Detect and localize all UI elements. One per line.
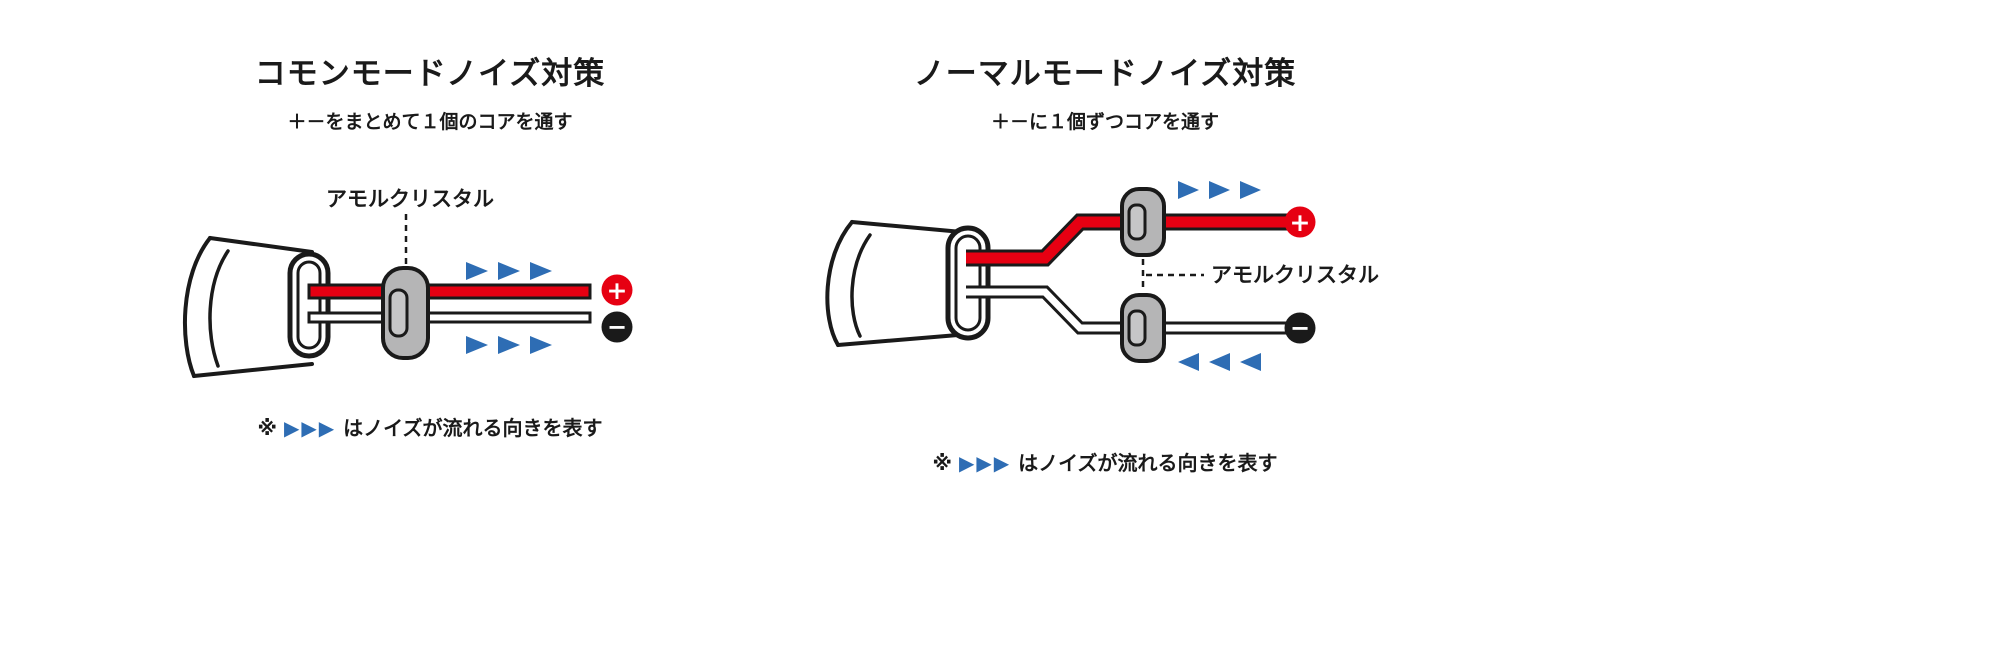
cable-cut-arc — [182, 236, 212, 378]
normal-mode-title: ノーマルモードノイズ対策 — [913, 56, 1297, 92]
core-callout-line — [1141, 259, 1204, 291]
plus-terminal-label: + — [607, 276, 628, 305]
sheath-ring — [945, 225, 991, 341]
note-prefix: ※ — [932, 451, 952, 475]
ferrite-core — [381, 266, 430, 360]
cable-cut-inner-arc — [208, 249, 230, 368]
arrow-right-icon — [1178, 181, 1199, 199]
note-arrow-icons: ▶▶▶ — [283, 416, 337, 440]
arrow-right-icon — [498, 336, 520, 354]
ferrite-core-upper — [1120, 187, 1166, 257]
minus-terminal-label: − — [607, 313, 627, 341]
noise-arrows-top — [466, 262, 552, 280]
cable-cut-inner-arc — [850, 233, 872, 338]
normal-mode-subtitle: ＋－に１個ずつコアを通す — [990, 111, 1219, 133]
normal-mode-diagram: アモルクリスタル + − — [825, 181, 1379, 371]
core-label: アモルクリスタル — [1211, 263, 1379, 287]
cable — [182, 236, 314, 378]
arrow-left-icon — [1209, 353, 1230, 371]
core-hole — [1127, 203, 1147, 241]
note-arrow-icons: ▶▶▶ — [958, 451, 1012, 475]
cable — [825, 220, 964, 347]
arrow-right-icon — [498, 262, 520, 280]
common-mode-title: コモンモードノイズ対策 — [254, 56, 606, 92]
note-prefix: ※ — [257, 416, 277, 440]
cable-cut-arc — [825, 220, 854, 347]
minus-wire — [966, 285, 1296, 335]
arrow-right-icon — [466, 262, 488, 280]
note-text: はノイズが流れる向きを表す — [343, 416, 603, 440]
common-mode-note: ※▶▶▶はノイズが流れる向きを表す — [257, 415, 602, 441]
arrow-right-icon — [530, 336, 552, 354]
plus-wire — [307, 283, 592, 300]
core-hole — [1127, 309, 1147, 347]
minus-terminal: − — [601, 311, 633, 343]
plus-wire — [966, 213, 1296, 267]
note-text: はノイズが流れる向きを表す — [1018, 451, 1278, 475]
normal-mode-note: ※▶▶▶はノイズが流れる向きを表す — [932, 450, 1277, 476]
arrow-right-icon — [530, 262, 552, 280]
minus-terminal: − — [1284, 312, 1316, 344]
common-mode-figure: コモンモードノイズ対策 ＋－をまとめて１個のコアを通す — [150, 55, 710, 441]
ferrite-core-lower — [1120, 293, 1166, 363]
arrow-right-icon — [466, 336, 488, 354]
minus-wire — [307, 311, 592, 324]
noise-arrows-bottom — [466, 336, 552, 354]
plus-terminal-label: + — [1290, 208, 1311, 237]
arrow-left-icon — [1240, 353, 1261, 371]
noise-arrows-bottom — [1178, 353, 1261, 371]
common-mode-subtitle: ＋－をまとめて１個のコアを通す — [287, 111, 573, 133]
arrow-left-icon — [1178, 353, 1199, 371]
common-mode-diagram: アモルクリスタル + − — [182, 187, 633, 378]
minus-terminal-label: − — [1290, 314, 1310, 342]
arrow-right-icon — [1240, 181, 1261, 199]
arrow-right-icon — [1209, 181, 1230, 199]
normal-mode-figure: ノーマルモードノイズ対策 ＋－に１個ずつコアを通す — [790, 55, 1420, 476]
sheath-ring — [287, 251, 331, 359]
core-hole — [388, 288, 409, 338]
plus-terminal: + — [601, 274, 633, 306]
noise-arrows-top — [1178, 181, 1261, 199]
plus-terminal: + — [1284, 206, 1316, 238]
core-label: アモルクリスタル — [326, 187, 494, 211]
